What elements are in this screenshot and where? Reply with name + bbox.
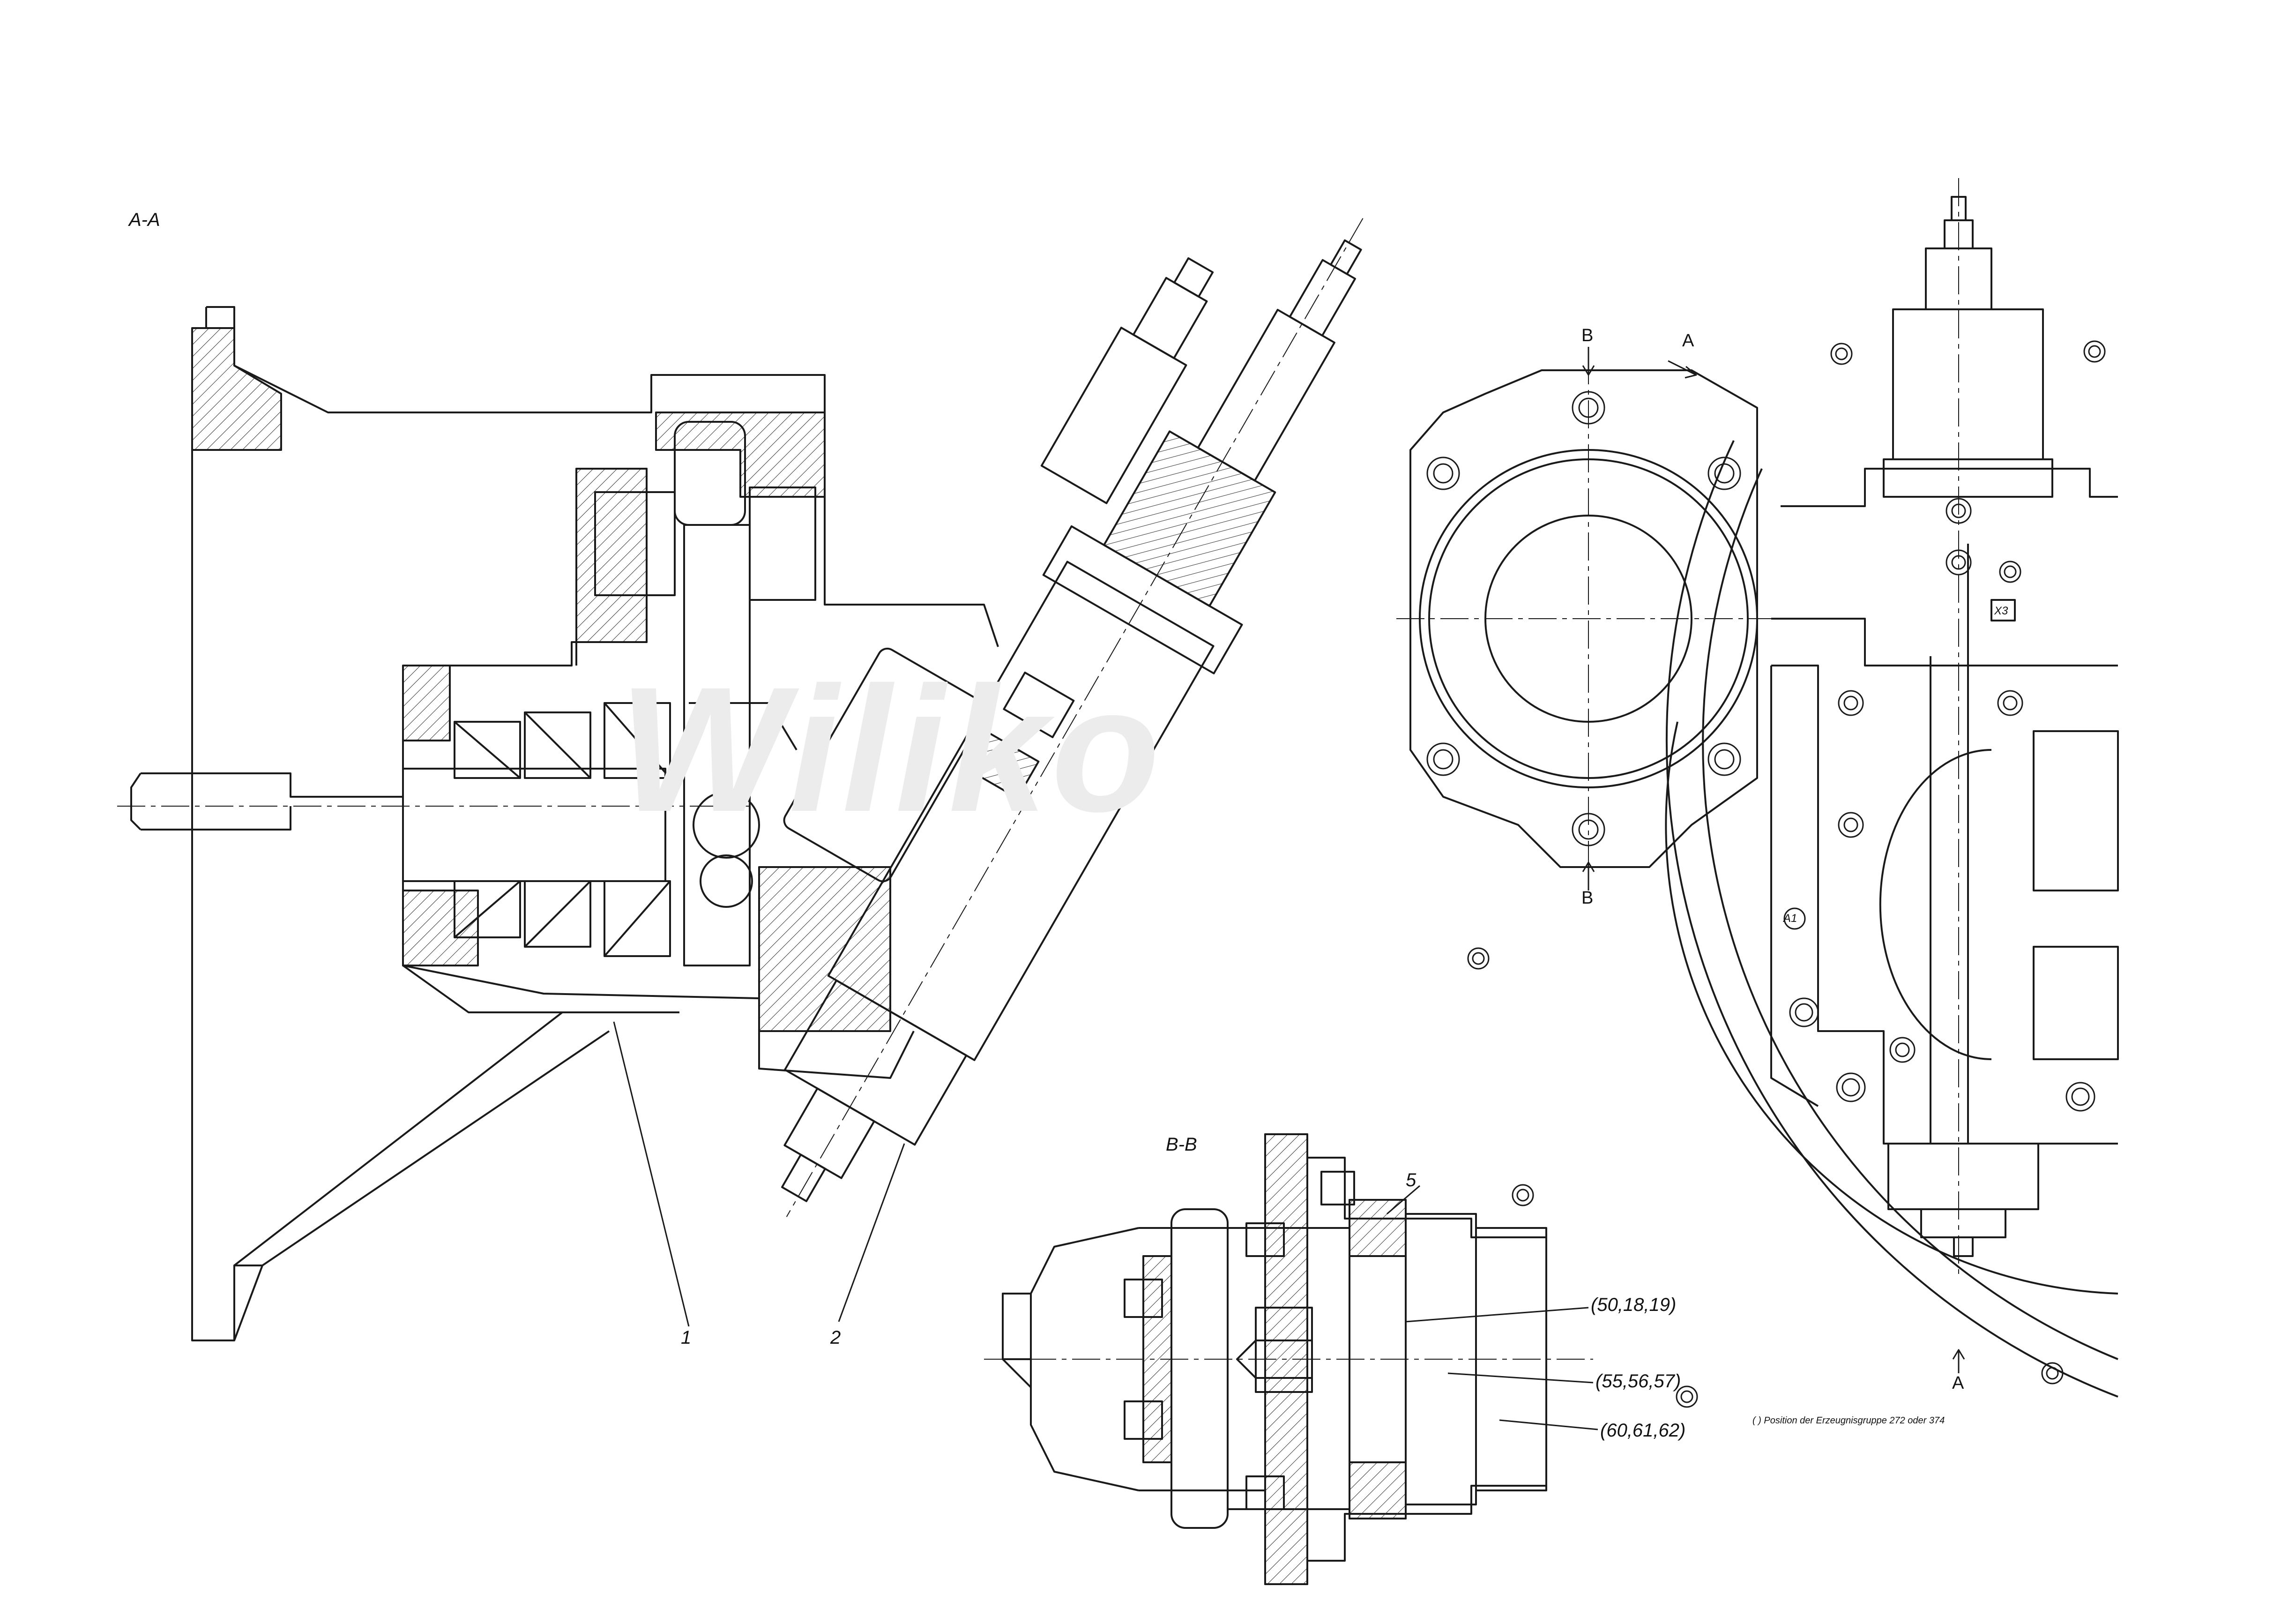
- callout-group-60-61-62: (60,61,62): [1600, 1420, 1686, 1441]
- section-aa-leaders: [613, 1021, 905, 1327]
- section-title-aa: A-A: [129, 210, 160, 230]
- section-aa-shaft: [117, 702, 750, 957]
- callout-group-55-56-57: (55,56,57): [1595, 1371, 1681, 1392]
- callout-item-2: 2: [830, 1327, 841, 1348]
- section-aa-housing: [191, 306, 999, 1341]
- section-aa-tilted-cylinder: [781, 218, 1364, 1217]
- section-title-bb: B-B: [1166, 1134, 1197, 1155]
- section-bb: [984, 1133, 1598, 1585]
- watermark: Wiliko: [619, 650, 1164, 849]
- right-elevation: [1396, 178, 2119, 1408]
- cut-mark-b-top: B: [1581, 326, 1594, 345]
- callout-group-50-18-19: (50,18,19): [1591, 1295, 1677, 1315]
- cut-mark-b-bottom: B: [1581, 888, 1594, 908]
- port-label-x3: X3: [1994, 605, 2008, 617]
- callout-item-1: 1: [681, 1327, 692, 1348]
- port-label-a1: A1: [1783, 912, 1797, 925]
- cut-mark-a-top: A: [1682, 331, 1694, 351]
- footnote: ( ) Position der Erzeugnisgruppe 272 ode…: [1752, 1415, 1945, 1426]
- section-aa-gear-block: [594, 421, 816, 966]
- cut-mark-a-bottom: A: [1952, 1373, 1964, 1393]
- callout-item-5: 5: [1406, 1170, 1416, 1190]
